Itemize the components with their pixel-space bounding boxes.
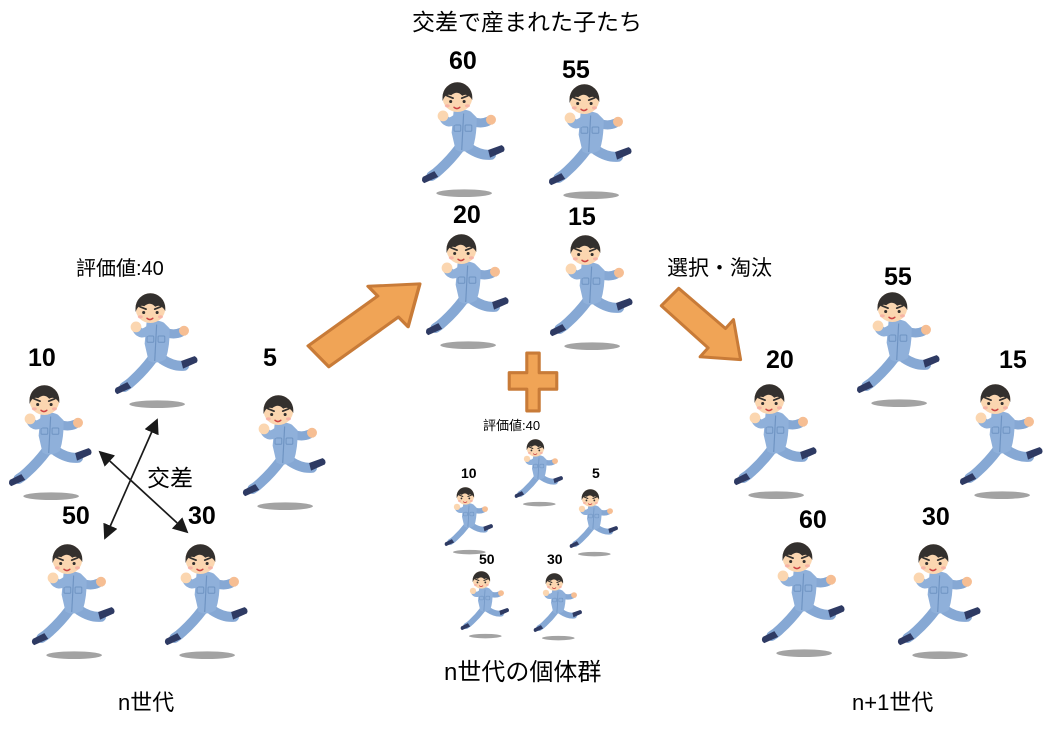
fitness-label-mini-5: 5 xyxy=(592,465,600,481)
runner-icon-next-55 xyxy=(854,285,950,410)
runner-icon-next-20 xyxy=(731,377,827,502)
plus-icon xyxy=(507,351,559,413)
offspring-title: 交差で産まれた子たち xyxy=(412,9,642,35)
block-arrow-ne-icon xyxy=(306,282,422,369)
caption-gen-n: n世代 xyxy=(118,690,175,715)
fitness-label-parent-50: 50 xyxy=(62,502,90,530)
caption-gen-n1: n+1世代 xyxy=(852,690,934,715)
runner-icon-parent-30 xyxy=(162,537,258,662)
double-arrow-x-icon xyxy=(98,418,189,540)
runner-icon-mini-5 xyxy=(567,485,625,558)
runner-icon-mini-10 xyxy=(442,483,500,556)
runner-icon-offspring-20 xyxy=(423,227,519,352)
runner-icon-mini-50 xyxy=(458,567,516,640)
runner-icon-parent-5 xyxy=(240,388,336,513)
fitness-label-mini-30: 30 xyxy=(547,551,563,567)
fitness-label-mini-10: 10 xyxy=(461,465,477,481)
fitness-label-offspring-15: 15 xyxy=(568,203,596,231)
runner-icon-offspring-60 xyxy=(419,75,515,200)
runner-icon-next-15 xyxy=(957,377,1053,502)
runner-icon-parent-40 xyxy=(112,286,208,411)
runner-icon-mini-40 xyxy=(512,435,570,508)
fitness-label-offspring-55: 55 xyxy=(562,56,590,84)
fitness-label-next-55: 55 xyxy=(884,263,912,291)
fitness-label-offspring-60: 60 xyxy=(449,47,477,75)
fitness-label-next-60: 60 xyxy=(799,506,827,534)
fitness-label-next-20: 20 xyxy=(766,346,794,374)
fitness-label-next-15: 15 xyxy=(999,346,1027,374)
caption-population: n世代の個体群 xyxy=(444,659,602,686)
fitness-label-offspring-20: 20 xyxy=(453,201,481,229)
runner-icon-offspring-55 xyxy=(546,77,642,202)
block-arrow-se-icon xyxy=(659,286,743,362)
eval-label-mini-40: 評価値:40 xyxy=(483,418,541,433)
crossover-label: 交差 xyxy=(147,465,193,491)
fitness-label-parent-30: 30 xyxy=(188,502,216,530)
selection-label: 選択・淘汰 xyxy=(667,257,772,280)
fitness-label-parent-5: 5 xyxy=(263,344,277,372)
fitness-label-mini-50: 50 xyxy=(479,551,495,567)
fitness-label-parent-10: 10 xyxy=(28,344,56,372)
runner-icon-parent-50 xyxy=(29,537,125,662)
fitness-label-next-30: 30 xyxy=(922,503,950,531)
runner-icon-next-30 xyxy=(895,537,991,662)
runner-icon-next-60 xyxy=(759,535,855,660)
runner-icon-offspring-15 xyxy=(547,228,643,353)
eval-label-parent-40: 評価値:40 xyxy=(76,258,164,280)
runner-icon-mini-30 xyxy=(531,569,589,642)
